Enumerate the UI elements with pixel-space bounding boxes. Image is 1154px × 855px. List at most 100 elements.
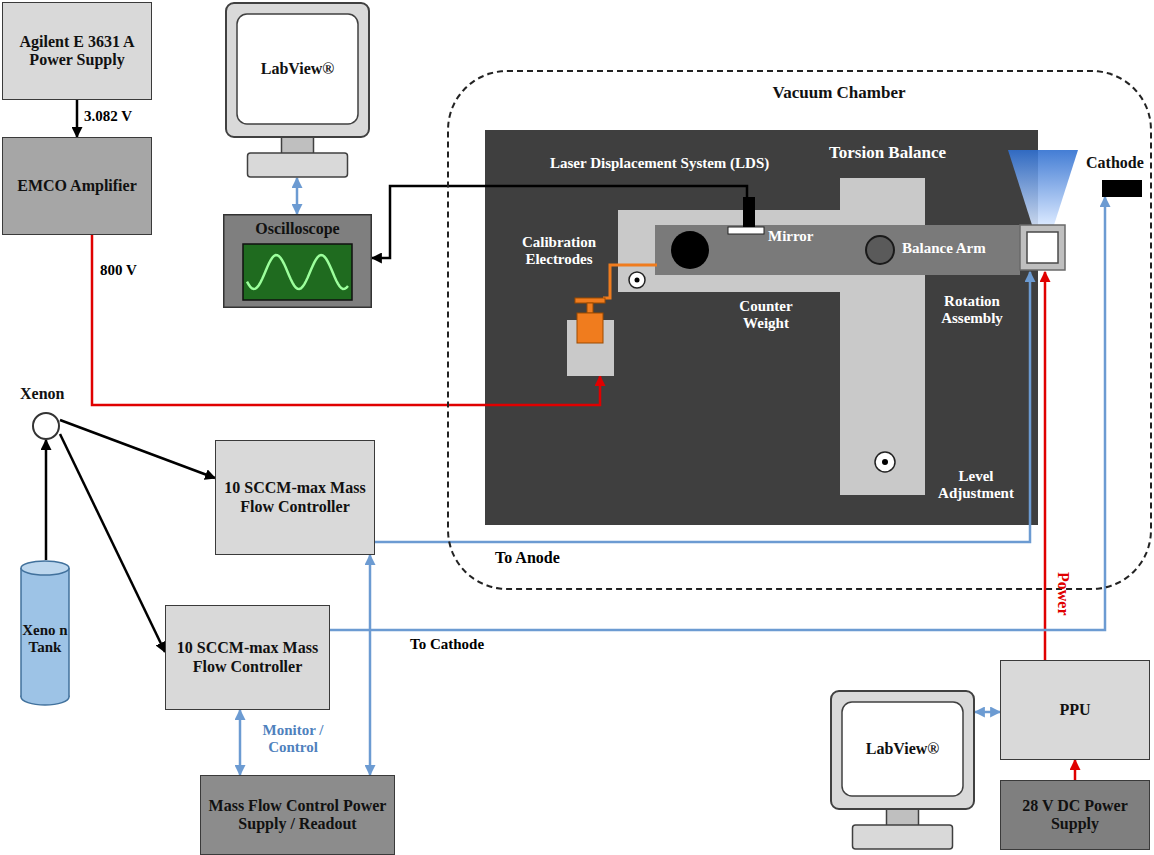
node-label: Agilent E 3631 A Power Supply: [9, 33, 145, 70]
balance-panel: [485, 130, 1038, 525]
text-holder: 10 SCCM-max Mass Flow Controller: [166, 606, 329, 709]
connector: [92, 235, 600, 405]
connector: [76, 100, 79, 137]
node-label: Xenon: [20, 385, 64, 403]
balance-arm: [655, 225, 1020, 275]
process-box: Agilent E 3631 A Power Supply: [2, 2, 152, 100]
connector: [60, 434, 165, 652]
part-label: Mirror: [768, 228, 814, 245]
node-label: LabView®: [261, 60, 335, 78]
shape-outline: [20, 560, 70, 705]
computer-monitor: LabView®: [225, 2, 370, 178]
electrode-plate: [575, 298, 605, 303]
counter-weight: [671, 231, 709, 269]
tank-bottom: [21, 689, 69, 705]
monitor-screen: [842, 702, 963, 796]
tank-body: [21, 568, 69, 697]
node-label: EMCO Amplifier: [17, 177, 137, 195]
laser-sensor: Laser Displacement System (LDS): [743, 197, 755, 227]
line-label: Power: [1054, 572, 1072, 616]
connector: [239, 710, 242, 775]
process-box: PPU: [1000, 660, 1150, 760]
xenon-valve: Xenon: [32, 412, 60, 440]
gas-tank: Xeno n Tank: [20, 560, 70, 705]
node-label: Xeno n Tank: [22, 622, 68, 657]
label-holder: 3.082 V: [84, 108, 132, 125]
monitor-screen: [237, 14, 358, 124]
label-holder: Balance Arm: [902, 240, 986, 257]
text-holder: Oscilloscope: [223, 218, 372, 240]
mirror: [728, 227, 764, 234]
monitor-base: [853, 825, 953, 849]
vacuum-chamber-region: Laser Displacement System (LDS) Calibrati…: [447, 70, 1152, 590]
connector: [372, 186, 747, 258]
process-box: 10 SCCM-max Mass Flow Controller: [165, 605, 330, 710]
label-holder: Counter Weight: [733, 298, 799, 333]
computer-monitor: LabView®: [830, 690, 975, 850]
label-holder: To Cathode: [410, 636, 484, 653]
shape-outline: [223, 214, 372, 308]
node-label: Cathode: [1086, 154, 1144, 172]
anode-gas-line: [375, 272, 1030, 542]
pivot-screw-dot: [635, 278, 640, 283]
electrode-block: [577, 313, 603, 343]
connector: [975, 711, 1000, 714]
label-holder: To Anode: [495, 549, 560, 567]
node-label: Torsion Balance: [829, 143, 946, 163]
oscilloscope-box: Oscilloscope: [223, 214, 372, 308]
text-holder: PPU: [1001, 661, 1149, 759]
node-label: 28 V DC Power Supply: [1007, 797, 1143, 834]
thruster-face: [1027, 232, 1058, 263]
text-holder: 28 V DC Power Supply: [1001, 781, 1149, 849]
node-label: Oscilloscope: [255, 220, 339, 238]
electrode-wire: [603, 265, 657, 298]
thruster: [1020, 225, 1065, 270]
text-holder: Torsion Balance: [827, 140, 1027, 166]
monitor-body: [831, 691, 974, 809]
shape-outline: [743, 197, 755, 227]
torsion-balance-panel: Laser Displacement System (LDS) Calibrati…: [487, 132, 1040, 527]
part-label: Rotation Assembly: [932, 293, 1012, 328]
monitor-neck: [887, 809, 919, 826]
shape-outline: [830, 690, 975, 850]
label-holder: Level Adjustment: [930, 468, 1022, 503]
monitor-body: [226, 3, 369, 137]
connector: [369, 555, 372, 775]
label-holder: 800 V: [100, 262, 137, 279]
scope-screen: [243, 244, 352, 300]
process-box: Mass Flow Control Power Supply / Readout: [200, 775, 395, 855]
connector-label: To Cathode: [410, 636, 484, 653]
part-label: Level Adjustment: [930, 468, 1022, 503]
connector-label: 3.082 V: [84, 108, 132, 125]
node-label: Calibration Electrodes: [515, 234, 603, 269]
connector: [45, 440, 48, 560]
shape-outline: [567, 320, 614, 376]
part-label: Counter Weight: [733, 298, 799, 333]
node-label: 10 SCCM-max Mass Flow Controller: [172, 639, 323, 676]
text-holder: Calibration Electrodes: [515, 234, 603, 269]
text-holder: EMCO Amplifier: [3, 138, 151, 234]
connector: [1074, 760, 1077, 780]
connector: [60, 420, 215, 478]
node-label: Laser Displacement System (LDS): [550, 155, 769, 172]
tank-top: [21, 561, 69, 575]
text-holder: LabView®: [842, 702, 963, 796]
label-holder: Power: [1054, 572, 1072, 616]
line-label: Monitor / Control: [250, 722, 336, 757]
electrode-stem: [587, 303, 593, 313]
shape-outline: [1102, 180, 1142, 197]
tank-sides: [21, 568, 69, 697]
level-screw: [875, 452, 895, 472]
black-block: [1102, 180, 1142, 197]
label-holder: Monitor / Control: [250, 722, 336, 757]
power-line: [1044, 272, 1047, 660]
pivot-screw: [629, 272, 645, 288]
process-box: 10 SCCM-max Mass Flow Controller: [215, 440, 375, 555]
text-holder: Laser Displacement System (LDS): [550, 155, 769, 172]
calibration-electrode: Calibration Electrodes: [567, 320, 614, 376]
part-label: Balance Arm: [902, 240, 986, 257]
label-holder: Rotation Assembly: [932, 293, 1012, 328]
valve-circle: [33, 413, 59, 439]
